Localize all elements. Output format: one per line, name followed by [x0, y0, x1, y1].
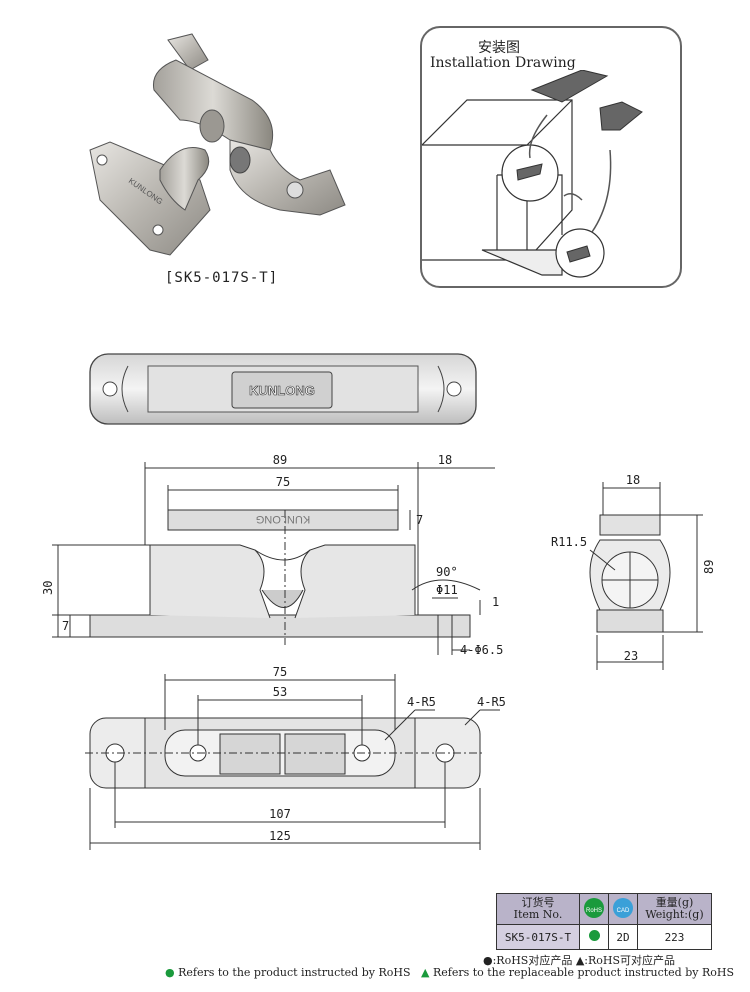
cell-item-no: SK5-017S-T — [496, 924, 580, 950]
bottom-view-drawing: 75 53 4-R5 4-R5 107 125 — [85, 665, 505, 850]
top-view-drawing: KUNLONG — [89, 353, 477, 425]
green-triangle-icon: ▲ — [420, 966, 430, 979]
dim-front-89: 89 — [273, 453, 287, 467]
legend-line-2: ● Refers to the product instructed by Ro… — [165, 966, 734, 979]
top-view-logo: KUNLONG — [249, 383, 315, 398]
legend-line-1: ●:RoHS对应产品 ▲:RoHS可对应产品 — [483, 954, 676, 967]
dim-front-90deg: 90° — [436, 565, 458, 579]
dim-front-18: 18 — [438, 453, 452, 467]
front-view-drawing: 89 18 75 7 30 7 90° Φ11 1 4-Φ6.5 KUNLONG — [41, 453, 503, 657]
dim-side-r115: R11.5 — [551, 535, 587, 549]
dim-front-7b: 7 — [62, 619, 69, 633]
dim-bottom-107: 107 — [269, 807, 291, 821]
dim-front-75: 75 — [276, 475, 290, 489]
dim-side-18: 18 — [626, 473, 640, 487]
dim-front-phi65: 4-Φ6.5 — [460, 643, 503, 657]
cell-cad: 2D — [608, 924, 638, 950]
dim-side-89: 89 — [702, 560, 716, 574]
dim-bottom-75: 75 — [273, 665, 287, 679]
dim-front-1: 1 — [492, 595, 499, 609]
dim-front-7: 7 — [416, 513, 423, 527]
front-view-logo: KUNLONG — [256, 513, 310, 525]
installation-diagram — [422, 70, 643, 278]
header-cad: CAD — [608, 893, 638, 925]
svg-text:CAD: CAD — [617, 908, 630, 914]
svg-text:RoHS: RoHS — [586, 908, 602, 914]
installation-drawing-panel — [420, 26, 682, 288]
cad-icon: CAD — [613, 897, 633, 918]
installation-title-en: Installation Drawing — [430, 55, 576, 71]
dim-front-phi11: Φ11 — [436, 583, 458, 597]
dim-bottom-125: 125 — [269, 829, 291, 843]
product-photo: KUNLONG — [89, 33, 346, 256]
legend-replaceable-text: Refers to the replaceable product instru… — [432, 966, 735, 979]
product-label: [SK5-017S-T] — [165, 270, 279, 286]
rohs-status-dot — [588, 930, 600, 941]
rohs-icon: RoHS — [584, 897, 604, 918]
dim-front-30: 30 — [41, 581, 55, 595]
cell-rohs-status — [579, 924, 609, 950]
installation-title-cn: 安装图 — [478, 40, 520, 56]
side-view-drawing: 18 R11.5 89 23 — [551, 473, 716, 670]
cell-weight: 223 — [637, 924, 712, 950]
dim-side-23: 23 — [624, 649, 638, 663]
dim-bottom-r5a: 4-R5 — [407, 695, 436, 709]
header-weight: 重量(g)Weight:(g) — [637, 893, 712, 925]
header-rohs: RoHS — [579, 893, 609, 925]
dim-bottom-53: 53 — [273, 685, 287, 699]
dim-bottom-r5b: 4-R5 — [477, 695, 505, 709]
green-dot-icon: ● — [165, 966, 175, 979]
legend-rohs-text: Refers to the product instructed by RoHS — [178, 966, 411, 979]
